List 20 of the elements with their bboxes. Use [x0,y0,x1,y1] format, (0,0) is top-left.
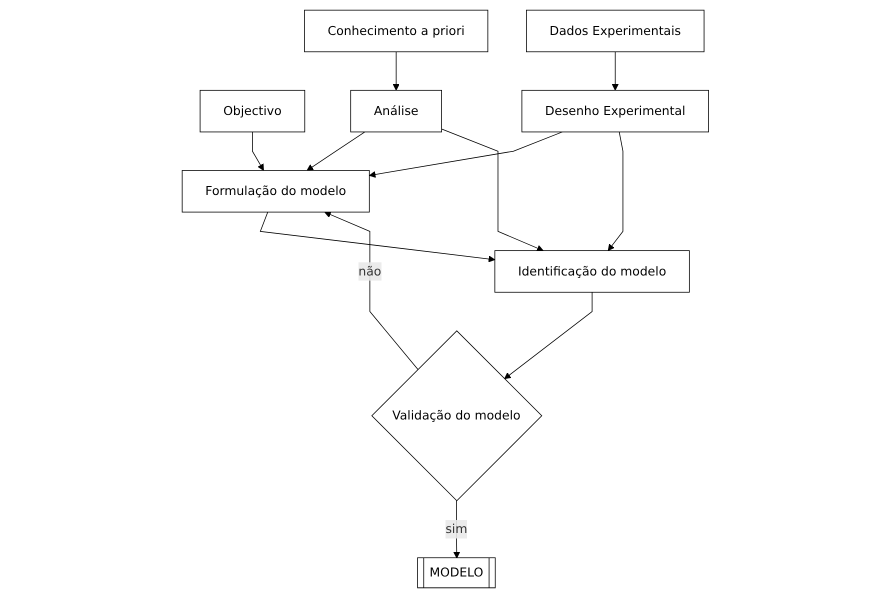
node-box: Identificação do modelo [494,250,690,293]
edge-label: sim [445,522,467,536]
arrow [368,132,562,178]
arrow [611,51,618,91]
arrow [440,128,544,252]
node-box: Formulação do modelo [181,170,370,212]
arrow [392,51,400,91]
arrow [306,132,365,171]
edge-label: não [358,264,381,278]
node-diamond: Validação do modelo [370,330,542,502]
arrow [504,292,592,380]
node-box: Desenho Experimental [521,90,709,132]
node-box: Objectivo [199,90,305,132]
arrow [252,132,264,171]
node-box: Análise [350,90,442,132]
node-box: Dados Experimentais [526,10,704,52]
node-box: Conhecimento a priori [304,10,488,52]
arrow [324,211,418,370]
arrow [259,212,495,262]
arrow [607,132,623,251]
